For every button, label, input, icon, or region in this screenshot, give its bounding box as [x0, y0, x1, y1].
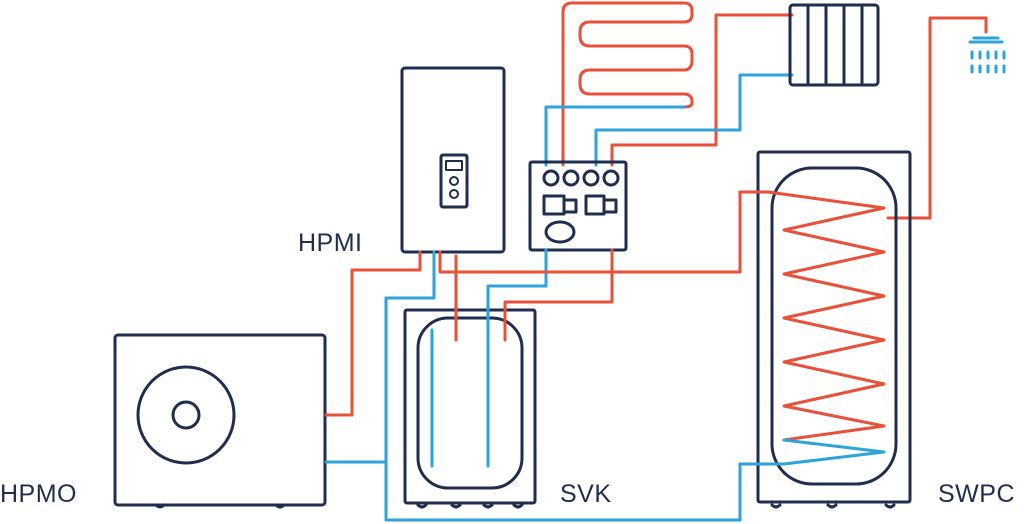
- radiator-return-pipe: [594, 73, 794, 167]
- radiator-supply-pipe: [610, 13, 794, 167]
- pump-valve-group: [528, 160, 628, 252]
- shower-supply-pipe: [886, 16, 988, 220]
- shower-water: [970, 50, 1006, 74]
- hpmo-label: HPMO: [0, 480, 77, 508]
- underfloor-loop-hot: [558, 1, 694, 167]
- underfloor-heating-loop: [544, 1, 694, 167]
- main-supply-header: [438, 190, 742, 274]
- swpc-label: SWPC: [938, 480, 1015, 508]
- hpmo-fan: [136, 365, 236, 465]
- underfloor-loop-return: [544, 105, 686, 167]
- svk-tank: [403, 308, 537, 509]
- hpmo-unit: [113, 333, 327, 509]
- hpmo-fan-hub: [171, 400, 201, 430]
- heatpump-flow-pipe: [324, 250, 422, 417]
- shower-head: [968, 36, 1004, 44]
- swpc-tank: [756, 150, 912, 509]
- hpmi-unit: [400, 66, 506, 254]
- svk-hot-to-group: [503, 248, 614, 342]
- svk-cold-return-tube: [486, 248, 548, 468]
- hpmi-display: [439, 153, 469, 209]
- hpmi-label: HPMI: [298, 229, 363, 257]
- heatpump-return-pipe: [324, 250, 436, 464]
- radiator: [788, 3, 880, 87]
- swpc-heating-coil: [738, 190, 886, 466]
- shower: [886, 16, 1006, 220]
- dhw-return-loop: [384, 460, 742, 522]
- svk-label: SVK: [560, 480, 612, 508]
